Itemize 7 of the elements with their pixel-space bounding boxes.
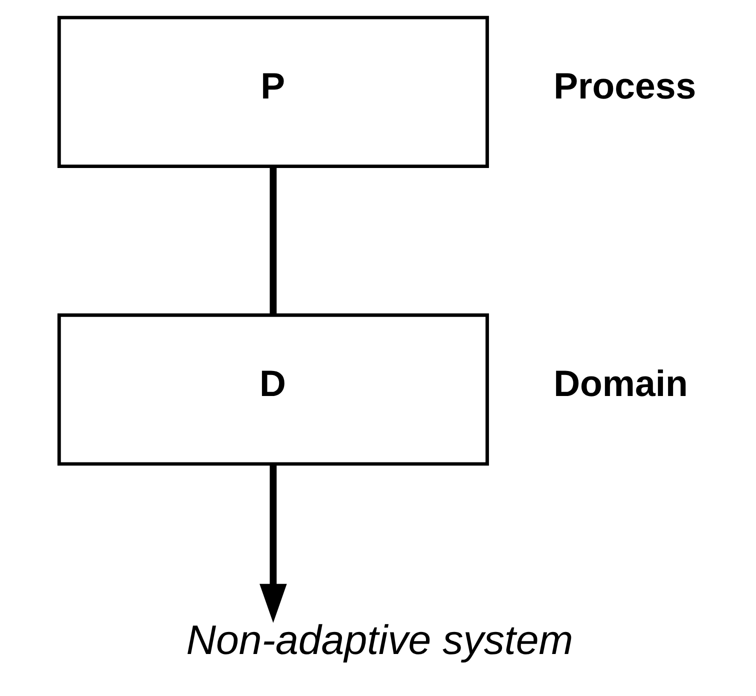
node-label: Process (553, 65, 696, 106)
node-box: D (56, 313, 488, 466)
node-box: P (56, 16, 488, 168)
arrow (259, 464, 286, 623)
connector (269, 166, 276, 315)
node-label: Domain (553, 362, 688, 404)
caption: Non-adaptive system (186, 617, 573, 664)
